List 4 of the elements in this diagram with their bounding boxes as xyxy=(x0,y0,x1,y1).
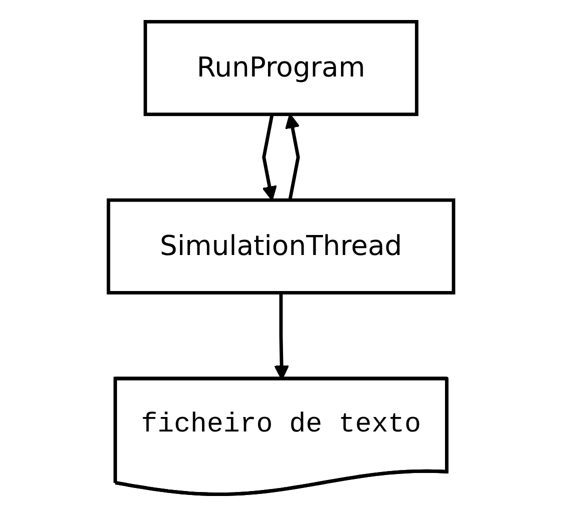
node-box: RunProgram xyxy=(144,20,418,116)
arrow xyxy=(262,114,277,200)
arrow xyxy=(285,113,300,200)
node-box: SimulationThread xyxy=(106,198,456,294)
